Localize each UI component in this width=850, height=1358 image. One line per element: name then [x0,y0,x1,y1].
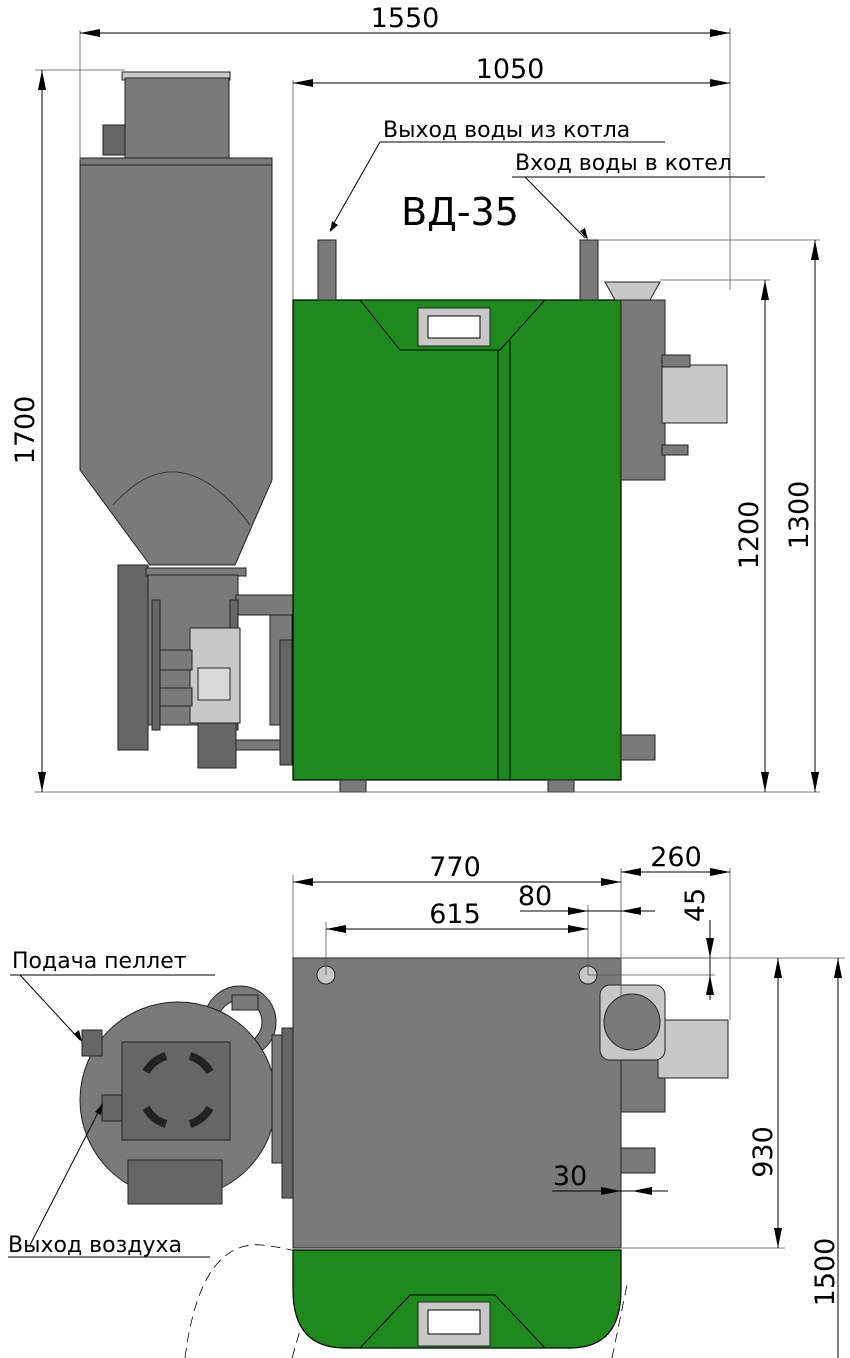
dim-770: 770 [292,852,622,1000]
dim-260-text: 260 [650,842,702,873]
water-out-label: Выход воды из котла [383,118,630,143]
boiler-front [292,299,622,793]
dim-930: 930 [621,957,845,1249]
water-out-callout: Выход воды из котла [329,118,665,232]
fan-unit [604,281,728,761]
dim-80-text: 80 [518,881,552,912]
pellet-feed-callout: Подача пеллет [10,949,215,1042]
water-in-label: Вход воды в котел [515,151,732,176]
dim-45-text: 45 [680,888,711,922]
dim-1300-text: 1300 [784,481,815,550]
dim-30: 30 [552,1161,668,1195]
dim-30-text: 30 [553,1161,587,1192]
pellet-hopper [79,71,273,566]
dim-1050: 1050 [292,54,730,300]
dim-770-text: 770 [429,852,481,883]
dim-1500-text: 1500 [810,1238,841,1307]
dim-1300: 1300 [598,239,820,792]
dim-1500: 1500 [810,958,842,1358]
pellet-feed-label: Подача пеллет [12,949,187,974]
dim-1200: 1200 [660,279,770,792]
dim-615-text: 615 [429,899,481,930]
outlet-pipe [317,239,337,301]
water-in-callout: Вход воды в котел [512,151,765,240]
inlet-pipe [579,239,599,301]
dim-260: 260 [621,842,731,1020]
dim-1200-text: 1200 [734,501,765,570]
dim-1700: 1700 [10,69,820,793]
front-view: ВД-35 Выход воды из котла Вход воды в ко… [10,3,820,793]
dim-1550: 1550 [79,3,731,290]
dim-615: 615 [325,899,589,975]
burner-assembly [117,564,295,769]
model-title: ВД-35 [401,190,519,234]
boiler-top [292,957,622,1349]
burner-top [79,985,295,1205]
dim-930-text: 930 [748,1126,779,1178]
dim-1550-text: 1550 [371,3,440,34]
air-out-callout: Выход воздуха [8,1103,210,1258]
dim-1050-text: 1050 [476,54,545,85]
air-out-label: Выход воздуха [8,1233,182,1258]
fan-top [599,984,729,1174]
dim-80: 80 [518,881,655,915]
top-view: Подача пеллет Выход воздуха 770 260 [8,842,845,1358]
dim-1700-text: 1700 [10,396,41,465]
